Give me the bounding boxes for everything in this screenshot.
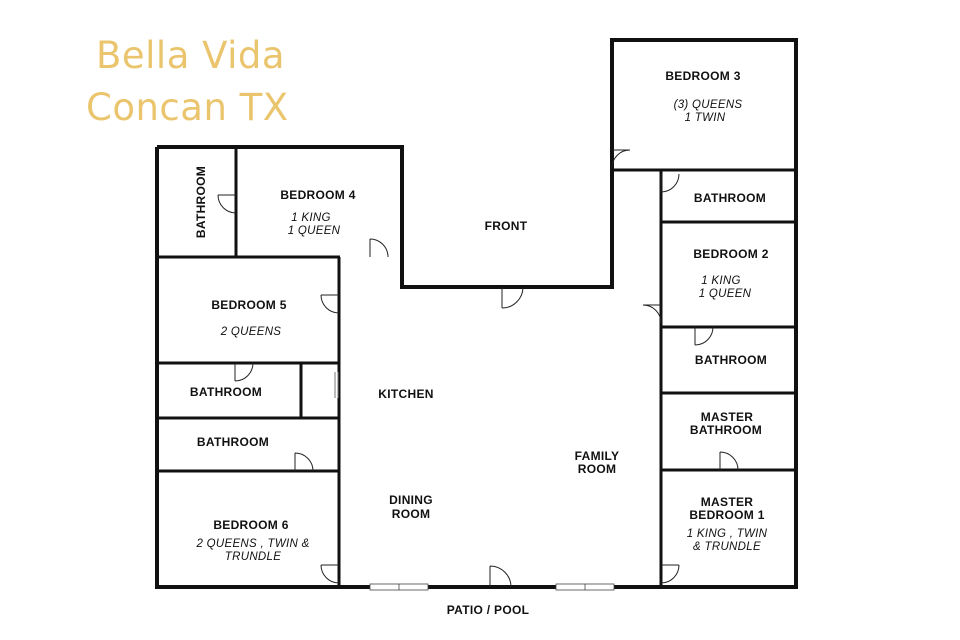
bedroom4-beds-1: 1 KING bbox=[291, 212, 331, 224]
patio-pool-label: PATIO / POOL bbox=[447, 603, 530, 617]
kitchen-label: KITCHEN bbox=[378, 387, 433, 401]
brand-line-1: Bella Vida bbox=[96, 34, 286, 77]
patio-sliders bbox=[369, 583, 615, 591]
bathroom-label-vertical: BATHROOM bbox=[194, 166, 208, 238]
bedroom2-beds-1: 1 KING bbox=[701, 275, 741, 287]
family-room-label-2: ROOM bbox=[578, 462, 617, 476]
master-bathroom-label-2: BATHROOM bbox=[690, 423, 762, 437]
master-bathroom-label-1: MASTER bbox=[701, 410, 753, 424]
bedroom2-beds-2: 1 QUEEN bbox=[699, 288, 752, 300]
bedroom6-label: BEDROOM 6 bbox=[213, 518, 288, 532]
bedroom5-beds-1: 2 QUEENS bbox=[220, 326, 282, 338]
bathroom-label-right-1: BATHROOM bbox=[694, 191, 766, 205]
dining-room-label-1: DINING bbox=[389, 493, 433, 507]
bedroom3-label: BEDROOM 3 bbox=[665, 69, 740, 83]
bedroom5-label: BEDROOM 5 bbox=[211, 298, 286, 312]
brand-line-2: Concan TX bbox=[86, 86, 289, 129]
master-bedroom-label-2: BEDROOM 1 bbox=[689, 508, 764, 522]
front-label: FRONT bbox=[485, 219, 528, 233]
bedroom4-beds-2: 1 QUEEN bbox=[288, 225, 341, 237]
bedroom4-label: BEDROOM 4 bbox=[280, 188, 355, 202]
bedroom6-beds-1: 2 QUEENS , TWIN & bbox=[195, 538, 309, 550]
bedroom3-beds-2: 1 TWIN bbox=[685, 112, 726, 124]
bathroom-label-left-2: BATHROOM bbox=[197, 435, 269, 449]
bathroom-label-left-1: BATHROOM bbox=[190, 385, 262, 399]
master-bedroom-label-1: MASTER bbox=[701, 495, 753, 509]
bedroom2-label: BEDROOM 2 bbox=[693, 247, 768, 261]
master-bedroom-beds-1: 1 KING , TWIN bbox=[687, 528, 768, 540]
bedroom3-beds-1: (3) QUEENS bbox=[674, 99, 743, 111]
dining-room-label-2: ROOM bbox=[392, 507, 431, 521]
bedroom6-beds-2: TRUNDLE bbox=[225, 551, 281, 563]
door-swings bbox=[217, 149, 739, 588]
family-room-label-1: FAMILY bbox=[575, 449, 620, 463]
master-bedroom-beds-2: & TRUNDLE bbox=[693, 541, 761, 553]
bathroom-label-right-2: BATHROOM bbox=[695, 353, 767, 367]
